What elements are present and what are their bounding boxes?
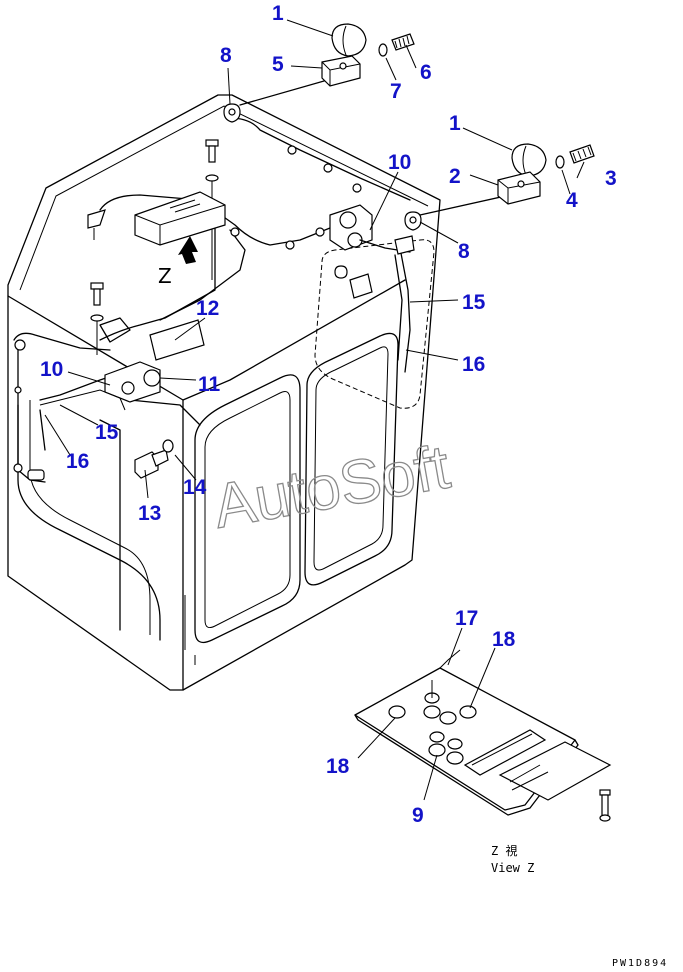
callout-5: 5 xyxy=(272,53,284,76)
lamp-top xyxy=(321,23,415,87)
callout-8-right: 8 xyxy=(458,240,470,263)
callout-12: 12 xyxy=(196,297,219,320)
lamp-right xyxy=(404,143,595,231)
drawing-code: PW1D894 xyxy=(612,958,668,969)
view-caption-jp: Z 視 xyxy=(491,843,517,858)
callout-labels: 1 5 6 7 8 1 2 3 4 10 8 15 16 12 10 11 15… xyxy=(40,2,617,827)
callout-9: 9 xyxy=(412,804,424,827)
wiring-harness xyxy=(13,74,511,483)
callout-18-left: 18 xyxy=(326,755,350,778)
callout-8-top: 8 xyxy=(220,44,232,67)
callout-10-left: 10 xyxy=(40,358,63,381)
callout-13: 13 xyxy=(138,502,161,525)
callout-16-right: 16 xyxy=(462,353,485,376)
callout-17: 17 xyxy=(455,607,478,630)
z-marker: Z xyxy=(158,264,172,288)
cab-body xyxy=(7,94,441,691)
view-caption-en: View Z xyxy=(491,861,534,875)
callout-4: 4 xyxy=(566,189,578,212)
bolt-13 xyxy=(134,439,174,479)
callout-15-left: 15 xyxy=(95,421,119,444)
callout-7: 7 xyxy=(390,80,402,103)
callout-11: 11 xyxy=(198,373,221,396)
watermark: AutoSoft xyxy=(208,433,454,542)
callout-1-right: 1 xyxy=(449,112,461,135)
callout-10-right: 10 xyxy=(388,151,411,174)
view-z-plate xyxy=(354,649,612,822)
motor-right xyxy=(329,204,415,299)
callout-6: 6 xyxy=(420,61,432,84)
callout-14: 14 xyxy=(183,476,207,499)
motor-left xyxy=(39,317,205,411)
leader-lines xyxy=(44,19,585,801)
callout-1-top: 1 xyxy=(272,2,284,25)
callout-3: 3 xyxy=(605,167,617,190)
control-box xyxy=(134,191,226,264)
callout-15-right: 15 xyxy=(462,291,486,314)
callout-2: 2 xyxy=(449,165,461,188)
callout-16-left: 16 xyxy=(66,450,89,473)
callout-18-right: 18 xyxy=(492,628,516,651)
